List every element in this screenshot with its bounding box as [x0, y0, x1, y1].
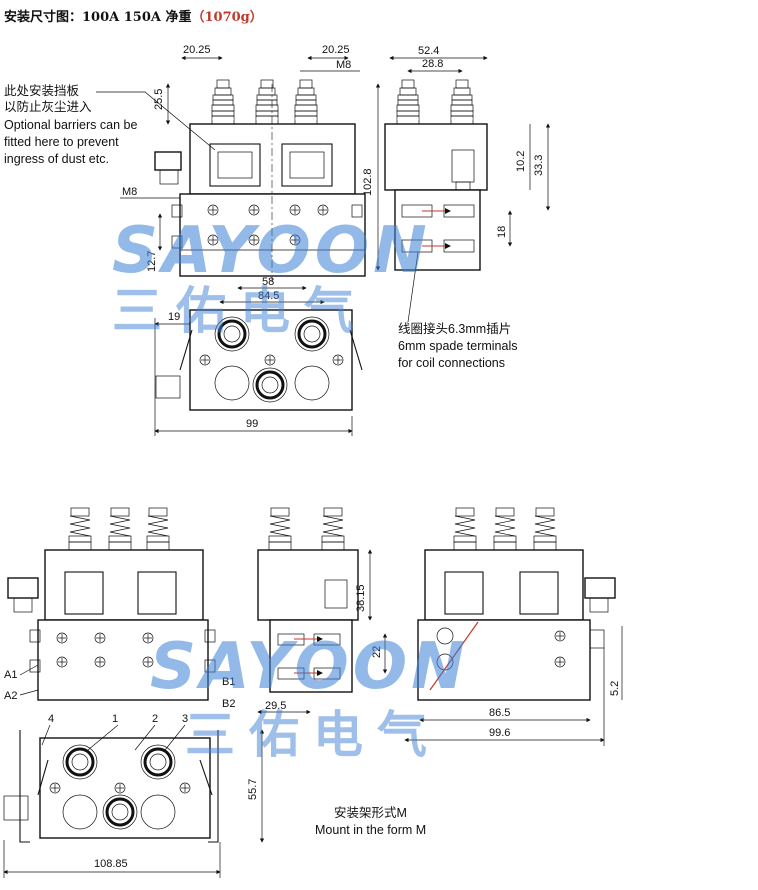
dim-58: 58 [262, 276, 274, 288]
watermark-latin-top: SAYOON [112, 214, 431, 288]
label-terminal-3: 3 [182, 713, 188, 725]
top-front-dimensions: 20.25 20.25 M8 25.5 M8 12.7 58 84.5 [120, 44, 360, 305]
watermark-bottom: SAYOON 三佑电气 [150, 630, 469, 764]
mount-note-en: Mount in the form M [315, 823, 426, 837]
dim-10-2: 10.2 [515, 151, 527, 172]
watermark-cn-top: 三佑电气 [112, 282, 368, 340]
coil-note-en-2: for coil connections [398, 356, 505, 370]
dim-108-85: 108.85 [94, 858, 128, 870]
label-terminal-2: 2 [152, 713, 158, 725]
bottom-side-view: 29.5 38.15 22 [257, 507, 388, 715]
watermark-cn-bottom: 三佑电气 [185, 706, 441, 764]
dim-102-8: 102.8 [362, 168, 374, 196]
dim-38-15: 38.15 [355, 584, 367, 612]
barrier-note-cn-1: 此处安装挡板 [4, 83, 80, 98]
barrier-note-en-2: fitted here to prevent [4, 135, 119, 149]
dim-20-25-right: 20.25 [322, 44, 350, 56]
dim-m8-top: M8 [336, 59, 351, 71]
mount-note-cn: 安装架形式M [334, 805, 407, 820]
watermark-top: SAYOON 三佑电气 [112, 214, 431, 340]
dim-33-3: 33.3 [533, 155, 545, 176]
label-b1: B1 [222, 676, 235, 688]
watermark-latin-bottom: SAYOON [150, 630, 469, 704]
bottom-front-view [7, 507, 216, 701]
dim-84-5: 84.5 [258, 290, 279, 302]
label-terminal-1: 1 [112, 713, 118, 725]
dim-m8-side: M8 [122, 186, 137, 198]
dim-29-5: 29.5 [265, 700, 286, 712]
label-b2: B2 [222, 698, 235, 710]
mount-note: 安装架形式M Mount in the form M [315, 805, 426, 837]
top-front-view [154, 79, 366, 282]
dim-18: 18 [496, 226, 508, 238]
dim-99-6: 99.6 [489, 727, 510, 739]
barrier-note-en-3: ingress of dust etc. [4, 152, 109, 166]
title-weight: （1070g） [191, 10, 263, 25]
label-terminal-4: 4 [48, 713, 54, 725]
dim-25-5: 25.5 [153, 89, 165, 110]
dim-19: 19 [168, 311, 180, 323]
dim-52-4: 52.4 [418, 45, 439, 57]
terminal-labels: A1 A2 B1 B2 1 2 3 4 [4, 664, 235, 751]
coil-note-cn: 线圈接头6.3mm插片 [398, 321, 511, 336]
bottom-bottom-view: 108.85 55.7 [3, 729, 265, 878]
label-a1: A1 [4, 669, 17, 681]
dim-55-7: 55.7 [247, 779, 259, 800]
dim-22: 22 [371, 646, 383, 658]
top-notes: 此处安装挡板 以防止灰尘进入 Optional barriers can be … [4, 83, 518, 370]
title-prefix: 安装尺寸图：100A 150A 净重 [4, 10, 192, 25]
dim-20-25-left: 20.25 [183, 44, 211, 56]
page-title: 安装尺寸图：100A 150A 净重（1070g） [4, 6, 263, 25]
dim-28-8: 28.8 [422, 58, 443, 70]
dim-86-5: 86.5 [489, 707, 510, 719]
dim-99: 99 [246, 418, 258, 430]
dim-12-7: 12.7 [146, 251, 158, 272]
barrier-note-cn-2: 以防止灰尘进入 [4, 99, 92, 114]
coil-note-en-1: 6mm spade terminals [398, 339, 518, 353]
top-bottom-view: 19 99 [154, 309, 363, 436]
barrier-note-en-1: Optional barriers can be [4, 118, 137, 132]
bottom-rear-view: 86.5 99.6 5.2 [404, 507, 623, 746]
dim-5-2: 5.2 [609, 681, 621, 696]
label-a2: A2 [4, 690, 17, 702]
top-side-view: 52.4 28.8 102.8 10.2 33.3 18 [362, 45, 551, 271]
